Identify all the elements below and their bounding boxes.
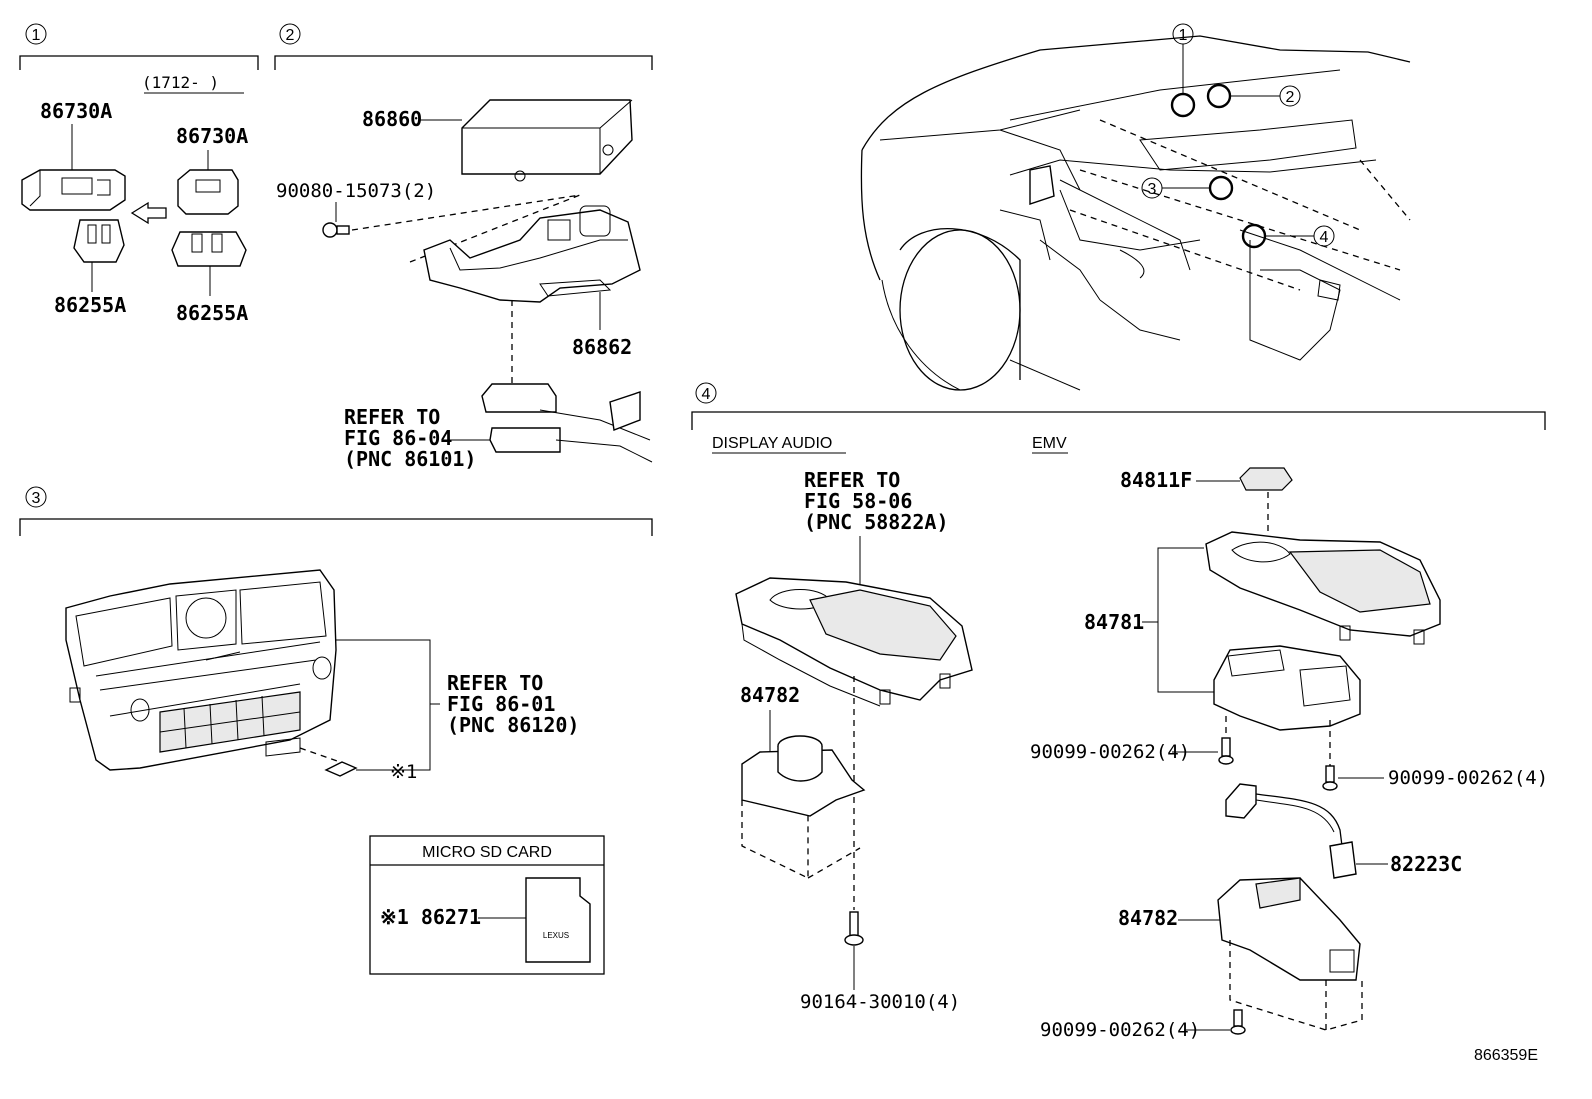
ref-86-04-line2: FIG 86-04 <box>344 426 452 450</box>
label-86862: 86862 <box>572 335 632 359</box>
section-4: 4 DISPLAY AUDIO EMV REFER TO FIG 58-06 (… <box>691 382 1548 1041</box>
sd-card-slot-card <box>324 761 358 777</box>
clip-86255A-right <box>171 231 247 267</box>
section-2: 2 86860 90080-15073(2) 86862 <box>274 23 653 471</box>
clip-86255A-left <box>73 219 125 263</box>
note-mark-1: ※1 <box>390 761 417 783</box>
label-bolt-90099-a: 90099-00262(4) <box>1030 741 1190 763</box>
label-bolt-90164: 90164-30010(4) <box>800 991 960 1013</box>
section-2-bracket <box>274 55 653 70</box>
section-2-number: 2 <box>286 27 295 44</box>
ref-86-01-line1: REFER TO <box>447 671 543 695</box>
wire-harness-82223C <box>1225 783 1357 879</box>
sensor-86730A-left <box>21 169 126 211</box>
section-3-bracket <box>19 518 653 536</box>
locator-mark-4 <box>1241 223 1267 249</box>
locator-mark-3 <box>1208 175 1234 201</box>
locator-mark-1 <box>1170 92 1196 118</box>
direction-arrow <box>130 201 167 225</box>
sd-card-icon: LEXUS <box>525 877 591 963</box>
label-86730A-left: 86730A <box>40 99 112 123</box>
bolt-90164 <box>844 911 864 946</box>
switch-84811F <box>1239 467 1293 491</box>
label-82223C: 82223C <box>1390 852 1462 876</box>
label-84782-emv: 84782 <box>1118 906 1178 930</box>
section-3-number: 3 <box>32 490 41 507</box>
figure-id: 866359E <box>1474 1047 1538 1064</box>
micro-sd-card-title: MICRO SD CARD <box>422 844 552 861</box>
ref-86-04-line3: (PNC 86101) <box>344 447 476 471</box>
section-3: 3 REFER TO FIG 86-01 <box>19 486 653 975</box>
vehicle-locator-view: 1 2 3 4 <box>860 23 1411 391</box>
locator-callout-3: 3 <box>1148 181 1157 198</box>
ref-86-04-line1: REFER TO <box>344 405 440 429</box>
label-bolt-90099-c: 90099-00262(4) <box>1040 1019 1200 1041</box>
bolt-90099-b <box>1322 765 1338 791</box>
variant-display-audio: DISPLAY AUDIO <box>712 435 832 452</box>
shift-knob-84782-emv <box>1217 877 1363 1031</box>
bracket-86862 <box>423 205 641 303</box>
locator-mark-2 <box>1206 83 1232 109</box>
front-wheel <box>899 229 1021 391</box>
locator-callout-1: 1 <box>1179 27 1188 44</box>
bolt-90099-a <box>1218 737 1234 765</box>
ref-58-06-line1: REFER TO <box>804 468 900 492</box>
locator-callout-2: 2 <box>1286 89 1295 106</box>
label-84811F: 84811F <box>1120 468 1192 492</box>
sd-card-brand: LEXUS <box>543 931 569 940</box>
label-86730A-right: 86730A <box>176 124 248 148</box>
ref-58-06: REFER TO FIG 58-06 (PNC 58822A) <box>804 468 949 534</box>
ref-58-06-line2: FIG 58-06 <box>804 489 912 513</box>
ref-86-04: REFER TO FIG 86-04 (PNC 86101) <box>344 405 476 471</box>
section-1-number: 1 <box>32 27 41 44</box>
harness-connector <box>481 383 653 463</box>
sensor-86730A-right <box>177 169 239 215</box>
label-bolt-90099-b: 90099-00262(4) <box>1388 767 1548 789</box>
label-84781: 84781 <box>1084 610 1144 634</box>
ecu-86860 <box>461 99 633 182</box>
ref-86-01: REFER TO FIG 86-01 (PNC 86120) <box>447 671 579 737</box>
label-86271: ※1 86271 <box>380 905 481 929</box>
section-4-bracket <box>691 411 1546 430</box>
console-upper-panel-emv <box>1205 531 1441 645</box>
shifter-base-emv <box>1213 645 1361 731</box>
section-1-date-note: (1712- ) <box>142 73 219 92</box>
ref-86-01-line3: (PNC 86120) <box>447 713 579 737</box>
bolt-90080 <box>322 222 350 238</box>
label-86255A-left: 86255A <box>54 293 126 317</box>
audio-panel-assembly <box>65 569 337 771</box>
ref-58-06-line3: (PNC 58822A) <box>804 510 949 534</box>
ref-86-01-line2: FIG 86-01 <box>447 692 555 716</box>
label-86255A-right: 86255A <box>176 301 248 325</box>
label-86860: 86860 <box>362 107 422 131</box>
variant-emv: EMV <box>1032 435 1067 452</box>
section-4-number: 4 <box>702 386 711 403</box>
label-bolt-90080: 90080-15073(2) <box>276 180 436 202</box>
bolt-90099-c <box>1230 1009 1246 1035</box>
label-84782-display-audio: 84782 <box>740 683 800 707</box>
locator-callout-4: 4 <box>1320 229 1329 246</box>
section-1: 1 (1712- ) 86730A 86255A 86730A <box>19 23 259 325</box>
console-upper-panel-display-audio <box>735 577 973 707</box>
micro-sd-card-box: MICRO SD CARD ※1 86271 LEXUS <box>369 835 605 975</box>
section-1-bracket <box>19 55 259 70</box>
shift-knob-84782-display-audio <box>741 735 866 880</box>
